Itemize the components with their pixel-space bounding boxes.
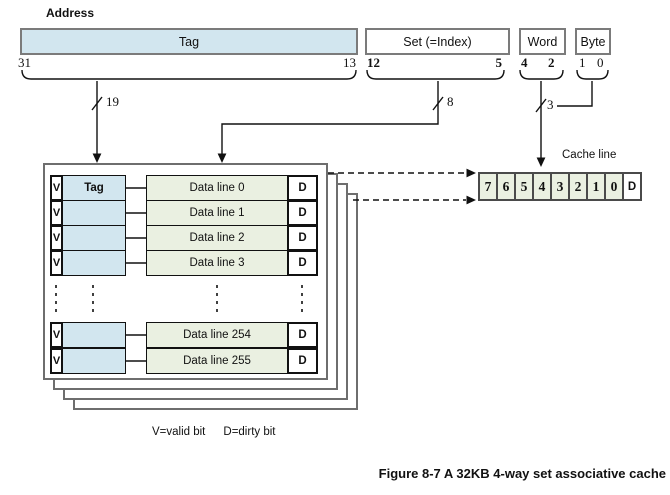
cache-line-word-cell: 6 — [496, 172, 516, 201]
word-arrowhead — [536, 157, 546, 167]
set-underbrace — [366, 69, 505, 80]
legend: V=valid bit D=dirty bit — [152, 426, 275, 438]
dash-arrowhead-top — [466, 168, 476, 178]
dirty-cell: D — [287, 250, 318, 276]
cache-line-label: Cache line — [562, 149, 617, 161]
tag-arrowhead — [92, 153, 102, 163]
dash-arrowhead-bottom — [466, 195, 476, 205]
address-word-field: Word — [519, 28, 566, 55]
cache-line-word-cell: 7 — [478, 172, 498, 201]
word-underbrace — [519, 69, 564, 80]
data-line-cell: Data line 1 — [146, 200, 288, 226]
tag-underbrace — [21, 69, 357, 80]
dirty-cell: D — [287, 225, 318, 251]
dirty-cell: D — [287, 200, 318, 226]
dirty-cell: D — [287, 348, 318, 374]
address-set-field: Set (=Index) — [365, 28, 510, 55]
bit-label-4: 4 — [521, 55, 528, 70]
tag-cell — [62, 200, 126, 226]
data-line-cell: Data line 0 — [146, 175, 288, 201]
figure-caption: Figure 8-7 A 32KB 4-way set associative … — [378, 466, 666, 481]
byte-underbrace — [576, 69, 609, 80]
cache-line-word-cell: 1 — [586, 172, 606, 201]
tag-cell — [62, 250, 126, 276]
bit-label-13: 13 — [343, 55, 356, 70]
bit-label-5: 5 — [495, 55, 503, 70]
word-field-label: Word — [527, 34, 558, 49]
bus-width-word: 3 — [547, 97, 554, 112]
bit-label-1: 1 — [579, 55, 586, 70]
dirty-cell: D — [287, 175, 318, 201]
data-line-cell: Data line 255 — [146, 348, 288, 374]
data-line-cell: Data line 3 — [146, 250, 288, 276]
cache-line-word-cell: 3 — [550, 172, 570, 201]
cache-line-word-cell: 2 — [568, 172, 588, 201]
cache-line-dirty-cell: D — [622, 172, 642, 201]
bus-width-set: 8 — [447, 94, 454, 109]
cache-line-word-cell: 5 — [514, 172, 534, 201]
tag-field-label: Tag — [178, 34, 200, 49]
bit-label-2: 2 — [548, 55, 555, 70]
address-byte-field: Byte — [575, 28, 611, 55]
word-bus-slash — [535, 98, 547, 113]
tag-cell-header: Tag — [62, 175, 126, 201]
bit-label-0: 0 — [597, 55, 604, 70]
tag-cell — [62, 348, 126, 374]
data-line-cell: Data line 2 — [146, 225, 288, 251]
set-bus-slash — [432, 96, 444, 111]
address-title: Address — [46, 6, 95, 20]
bit-label-12: 12 — [367, 55, 380, 70]
bit-label-31: 31 — [18, 55, 31, 70]
data-line-cell: Data line 254 — [146, 322, 288, 348]
cache-line-box: 7 6 5 4 3 2 1 0 D — [478, 172, 642, 201]
address-tag-field: Tag — [20, 28, 358, 55]
tag-cell — [62, 225, 126, 251]
cache-line-word-cell: 4 — [532, 172, 552, 201]
tag-bus-slash — [91, 96, 103, 111]
byte-field-label: Byte — [580, 34, 606, 49]
bus-width-tag: 19 — [106, 94, 119, 109]
cache-line-word-cell: 0 — [604, 172, 624, 201]
dirty-cell: D — [287, 322, 318, 348]
set-bus-line — [221, 81, 439, 156]
legend-dirty: D=dirty bit — [223, 426, 276, 438]
legend-valid: V=valid bit — [152, 426, 206, 438]
set-arrowhead — [217, 153, 227, 163]
byte-join-line — [557, 81, 593, 107]
tag-cell — [62, 322, 126, 348]
set-field-label: Set (=Index) — [403, 34, 472, 49]
